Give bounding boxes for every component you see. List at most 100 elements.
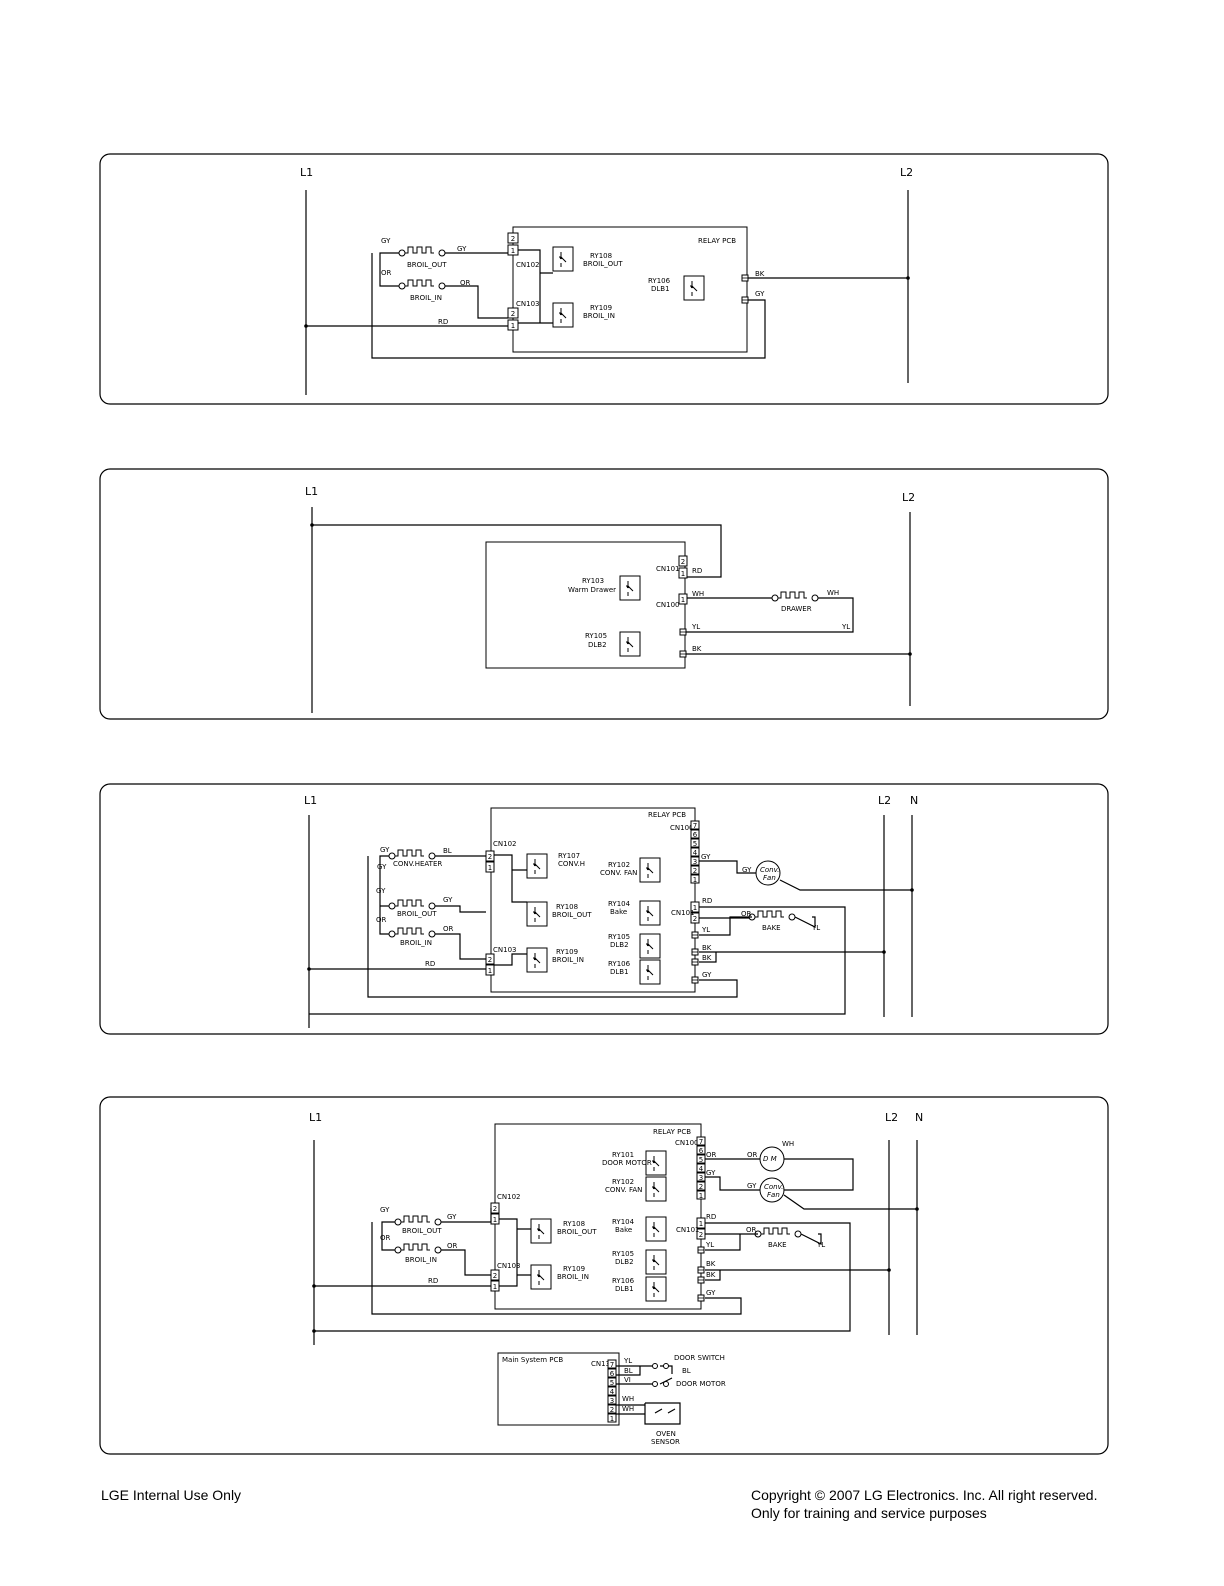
svg-text:7: 7 [699, 1138, 703, 1146]
svg-text:2: 2 [493, 1272, 497, 1280]
svg-text:BK: BK [692, 645, 702, 653]
svg-text:2: 2 [511, 235, 515, 243]
cn102-label: CN102 [516, 261, 540, 269]
svg-text:SENSOR: SENSOR [651, 1438, 680, 1446]
svg-text:YL: YL [691, 623, 700, 631]
diagram-frame-2 [99, 468, 1109, 720]
svg-text:DRAWER: DRAWER [781, 605, 812, 613]
svg-text:1: 1 [681, 596, 685, 604]
svg-text:WH: WH [622, 1405, 634, 1413]
svg-text:DOOR MOTOR: DOOR MOTOR [602, 1159, 652, 1167]
svg-text:GY: GY [380, 1206, 390, 1214]
svg-text:BROIL_IN: BROIL_IN [410, 294, 442, 302]
svg-text:DLB1: DLB1 [651, 285, 670, 293]
cn103-label: CN103 [516, 300, 540, 308]
diagram-frame-1 [99, 153, 1109, 405]
svg-text:OR: OR [747, 1151, 758, 1159]
svg-text:OR: OR [443, 925, 454, 933]
svg-text:1: 1 [493, 1283, 497, 1291]
svg-text:RD: RD [438, 318, 448, 326]
diagram-4: L1 L2 N RELAY PCB CN100 7 6 5 4 3 2 1 1 … [309, 1111, 923, 1446]
svg-text:RY103: RY103 [582, 577, 604, 585]
svg-text:2: 2 [610, 1406, 614, 1414]
svg-text:1: 1 [699, 1192, 703, 1200]
svg-text:2: 2 [488, 853, 492, 861]
diagram-frame-4 [99, 1096, 1109, 1455]
svg-text:RY108: RY108 [563, 1220, 585, 1228]
main-system-pcb-box [497, 1352, 620, 1426]
svg-text:DOOR SWITCH: DOOR SWITCH [674, 1354, 725, 1362]
svg-text:2: 2 [488, 956, 492, 964]
relay-pcb-box [494, 1123, 702, 1310]
svg-text:CONV. FAN: CONV. FAN [605, 1186, 642, 1194]
svg-text:OR: OR [381, 269, 392, 277]
svg-text:CN100: CN100 [656, 601, 680, 609]
svg-text:RY102: RY102 [612, 1178, 634, 1186]
svg-text:GY: GY [443, 896, 453, 904]
svg-text:CN103: CN103 [497, 1262, 521, 1270]
svg-text:1: 1 [493, 1216, 497, 1224]
svg-text:WH: WH [827, 589, 839, 597]
svg-text:CN101: CN101 [671, 909, 695, 917]
svg-text:1: 1 [693, 876, 697, 884]
svg-text:DLB2: DLB2 [588, 641, 607, 649]
svg-text:6: 6 [693, 831, 698, 839]
svg-text:RY109: RY109 [590, 304, 612, 312]
svg-text:RELAY PCB: RELAY PCB [653, 1128, 691, 1136]
svg-text:RY106: RY106 [648, 277, 671, 285]
svg-text:2: 2 [511, 310, 515, 318]
svg-text:BK: BK [702, 944, 712, 952]
svg-text:YL: YL [811, 924, 820, 932]
svg-text:4: 4 [693, 849, 698, 857]
svg-text:Conv.: Conv. [760, 866, 779, 874]
relay-ry103 [619, 575, 641, 601]
footer-copyright-line2: Only for training and service purposes [751, 1505, 987, 1521]
svg-text:CN101: CN101 [656, 565, 680, 573]
relay-ry105 [619, 631, 641, 657]
svg-text:BROIL_OUT: BROIL_OUT [402, 1227, 442, 1235]
svg-text:BROIL_OUT: BROIL_OUT [407, 261, 447, 269]
svg-text:1: 1 [681, 570, 685, 578]
svg-text:RY109: RY109 [556, 948, 578, 956]
svg-text:RD: RD [706, 1213, 716, 1221]
svg-text:4: 4 [699, 1165, 704, 1173]
relay-ry106 [683, 275, 705, 301]
svg-text:3: 3 [693, 858, 697, 866]
l2-label: L2 [902, 491, 915, 504]
svg-text:GY: GY [755, 290, 765, 298]
svg-text:RY107: RY107 [558, 852, 580, 860]
svg-text:RD: RD [702, 897, 712, 905]
svg-text:CONV. FAN: CONV. FAN [600, 869, 637, 877]
svg-text:GY: GY [457, 245, 467, 253]
svg-text:RY102: RY102 [608, 861, 630, 869]
svg-text:OR: OR [706, 1151, 717, 1159]
svg-text:BK: BK [706, 1271, 716, 1279]
svg-text:RY104: RY104 [608, 900, 631, 908]
svg-text:RD: RD [428, 1277, 438, 1285]
l1-label: L1 [304, 794, 317, 807]
svg-text:RY108: RY108 [590, 252, 612, 260]
l1-label: L1 [300, 166, 313, 179]
svg-text:2: 2 [681, 558, 685, 566]
svg-text:CN101: CN101 [676, 1226, 700, 1234]
svg-text:GY: GY [447, 1213, 457, 1221]
relay-pcb-box [512, 226, 748, 353]
svg-text:6: 6 [610, 1370, 615, 1378]
relay-ry109 [552, 302, 574, 328]
svg-text:BROIL_OUT: BROIL_OUT [583, 260, 623, 268]
svg-text:RD: RD [425, 960, 435, 968]
svg-text:BROIL_IN: BROIL_IN [405, 1256, 437, 1264]
svg-text:OR: OR [380, 1234, 391, 1242]
svg-text:BROIL_IN: BROIL_IN [557, 1273, 589, 1281]
svg-text:RY109: RY109 [563, 1265, 585, 1273]
svg-text:Bake: Bake [615, 1226, 632, 1234]
svg-text:GY: GY [747, 1182, 757, 1190]
footer-copyright-line1: Copyright © 2007 LG Electronics. Inc. Al… [751, 1487, 1098, 1503]
relay-pcb-label: RELAY PCB [698, 237, 736, 245]
svg-text:RD: RD [692, 567, 702, 575]
svg-text:BROIL_IN: BROIL_IN [583, 312, 615, 320]
relay-pcb-box [485, 541, 686, 669]
svg-text:YL: YL [841, 623, 850, 631]
svg-text:BL: BL [624, 1367, 633, 1375]
svg-text:BROIL_OUT: BROIL_OUT [397, 910, 437, 918]
